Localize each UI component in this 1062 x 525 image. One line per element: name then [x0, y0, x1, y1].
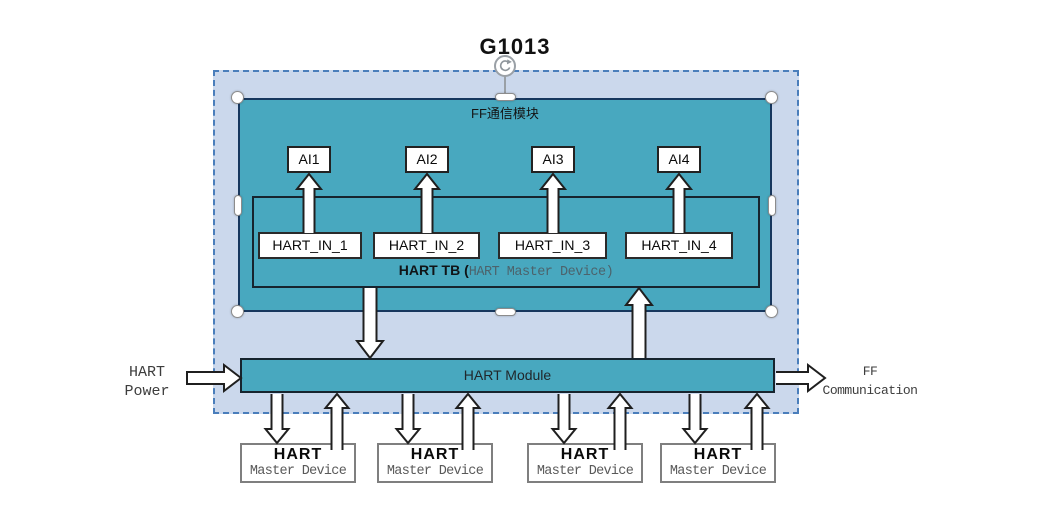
master-device-1-line2: Master Device	[249, 464, 347, 479]
hart-power-label: HART Power	[108, 363, 186, 401]
ff-communication-label: FF Communication	[816, 362, 924, 400]
master-device-3-line1: HART	[560, 446, 610, 463]
diagram-title: G1013	[479, 34, 551, 59]
ai3-block[interactable]: AI3	[531, 146, 575, 173]
master-device-box-4[interactable]: HART Master Device	[660, 443, 776, 483]
hart-in-1-block[interactable]: HART_IN_1	[258, 232, 362, 259]
hart-power-line1: HART	[128, 364, 165, 381]
ff-comm-line1: FF	[862, 364, 878, 379]
ai4-block[interactable]: AI4	[657, 146, 701, 173]
rotate-arrow-icon	[499, 59, 512, 72]
ff-comm-line2: Communication	[822, 383, 918, 398]
hart-module-bar[interactable]: HART Module	[240, 358, 775, 393]
rotate-handle-stem	[504, 76, 506, 93]
handle-bottom-right[interactable]	[765, 305, 778, 318]
handle-left-mid[interactable]	[234, 195, 242, 216]
handle-bottom-left[interactable]	[231, 305, 244, 318]
master-device-2-line2: Master Device	[386, 464, 484, 479]
master-device-1-line1: HART	[273, 446, 323, 463]
rotate-handle-icon[interactable]	[494, 55, 516, 77]
hart-tb-box[interactable]	[252, 196, 760, 288]
hart-in-4-block[interactable]: HART_IN_4	[625, 232, 733, 259]
handle-top-left[interactable]	[231, 91, 244, 104]
master-device-4-line1: HART	[693, 446, 743, 463]
ff-module-label: FF通信模块	[471, 106, 539, 121]
ai2-block[interactable]: AI2	[405, 146, 449, 173]
hart-power-line2: Power	[124, 383, 170, 400]
hart-tb-label-prefix: HART TB (	[398, 262, 469, 278]
master-device-2-line1: HART	[410, 446, 460, 463]
ai1-block[interactable]: AI1	[287, 146, 331, 173]
handle-bottom-mid[interactable]	[495, 308, 516, 316]
master-device-3-line2: Master Device	[536, 464, 634, 479]
master-device-box-3[interactable]: HART Master Device	[527, 443, 643, 483]
handle-right-mid[interactable]	[768, 195, 776, 216]
master-device-box-2[interactable]: HART Master Device	[377, 443, 493, 483]
master-device-box-1[interactable]: HART Master Device	[240, 443, 356, 483]
handle-top-mid[interactable]	[495, 93, 516, 101]
handle-top-right[interactable]	[765, 91, 778, 104]
hart-in-2-block[interactable]: HART_IN_2	[373, 232, 480, 259]
hart-tb-label-suffix: HART Master Device)	[468, 265, 614, 280]
hart-in-3-block[interactable]: HART_IN_3	[498, 232, 607, 259]
master-device-4-line2: Master Device	[669, 464, 767, 479]
hart-tb-label: HART TB (HART Master Device)	[252, 262, 760, 280]
